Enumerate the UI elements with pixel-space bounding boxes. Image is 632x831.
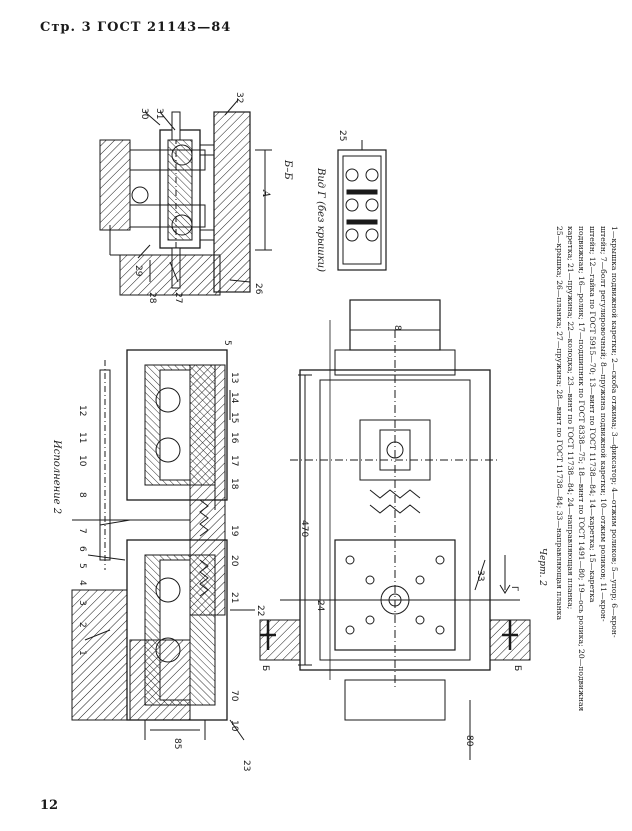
plan-view: [259, 299, 531, 760]
dimension-24: 24: [315, 600, 325, 612]
caption-line-1: 1—крышка подвижной каретки; 2—скоба отжи…: [610, 226, 619, 638]
callout-8: 8: [77, 492, 87, 498]
callout-27: 27: [173, 292, 183, 303]
figure-label: Черт. 2: [537, 548, 547, 586]
caption-line-2: штейн; 7—болт регулировочный; 8—пружина …: [599, 226, 608, 622]
callout-30: 30: [139, 108, 149, 120]
caption-line-3: штейн; 12—гайка по ГОСТ 5915—70; 13—винт…: [588, 226, 597, 603]
callout-11: 11: [77, 432, 87, 443]
callout-2: 2: [77, 622, 87, 628]
dimension-c: 5: [222, 340, 232, 346]
callout-17: 17: [229, 455, 239, 466]
callout-23: 23: [241, 760, 251, 771]
callout-32: 32: [234, 92, 244, 103]
mark-b-right: Б: [512, 665, 522, 671]
section-bb-label: Б–Б: [282, 159, 293, 180]
dimension-10: 10: [229, 720, 239, 732]
mark-b-left: Б: [260, 665, 270, 671]
dimension-a: А: [260, 189, 271, 198]
dimension-80: 80: [464, 735, 474, 747]
callout-26: 26: [253, 283, 263, 295]
variant-2-callouts: 1 2 3 4 5 6 7 8 10 11 12 13 14 15 16 17 …: [77, 340, 265, 771]
callout-29: 29: [133, 265, 143, 277]
dimension-470: 470: [299, 520, 309, 537]
callout-4: 4: [77, 580, 87, 586]
callout-12: 12: [77, 405, 87, 416]
callout-7: 7: [77, 528, 87, 534]
page-index: 3: [81, 20, 92, 35]
section-bb: [99, 99, 272, 296]
callout-16: 16: [229, 432, 239, 444]
variant-title: Исполнение 2: [51, 439, 62, 514]
callout-21: 21: [229, 592, 239, 603]
callout-22: 22: [255, 605, 265, 616]
callout-31: 31: [154, 108, 164, 119]
caption-line-5: каретка; 21—пружина; 22—колодка; 23—винт…: [566, 226, 575, 609]
standard-number: 21143—84: [147, 20, 232, 35]
view-g: [337, 140, 387, 271]
callout-14: 14: [229, 392, 239, 404]
view-g-label: Вид Г (без крышки): [315, 167, 326, 272]
callout-6: 6: [77, 546, 87, 552]
variant-2-section: [71, 349, 255, 741]
callout-19: 19: [229, 525, 239, 537]
plan-view-labels: 470 8 24 80 33 Б Б Г: [260, 325, 522, 747]
callout-3: 3: [77, 600, 87, 606]
caption-line-6: 25—крышка; 26—планка; 27—пружина; 28—вин…: [555, 226, 564, 620]
callout-13: 13: [229, 372, 239, 383]
callout-5: 5: [77, 563, 87, 569]
page-label: Стр.: [40, 20, 77, 35]
callout-10: 10: [77, 455, 87, 467]
dimension-b: 8: [392, 325, 402, 331]
callout-20: 20: [229, 555, 239, 567]
callout-18: 18: [229, 478, 239, 490]
page-header: Стр. 3 ГОСТ 21143—84: [40, 20, 231, 35]
callout-15: 15: [229, 412, 239, 423]
caption-block: 1—крышка подвижной каретки; 2—скоба отжи…: [537, 226, 619, 712]
callout-25: 25: [337, 130, 347, 141]
dimension-70: 70: [229, 690, 239, 702]
callout-33: 33: [475, 570, 485, 581]
standard-label: ГОСТ: [97, 20, 142, 35]
callout-1: 1: [77, 650, 87, 656]
page-number: 12: [40, 798, 59, 813]
caption-line-4: подвижная; 16—ролик; 17—подшипник по ГОС…: [577, 226, 586, 712]
dimension-85: 85: [172, 738, 182, 749]
callout-28: 28: [147, 292, 157, 304]
mark-g: Г: [509, 586, 519, 592]
